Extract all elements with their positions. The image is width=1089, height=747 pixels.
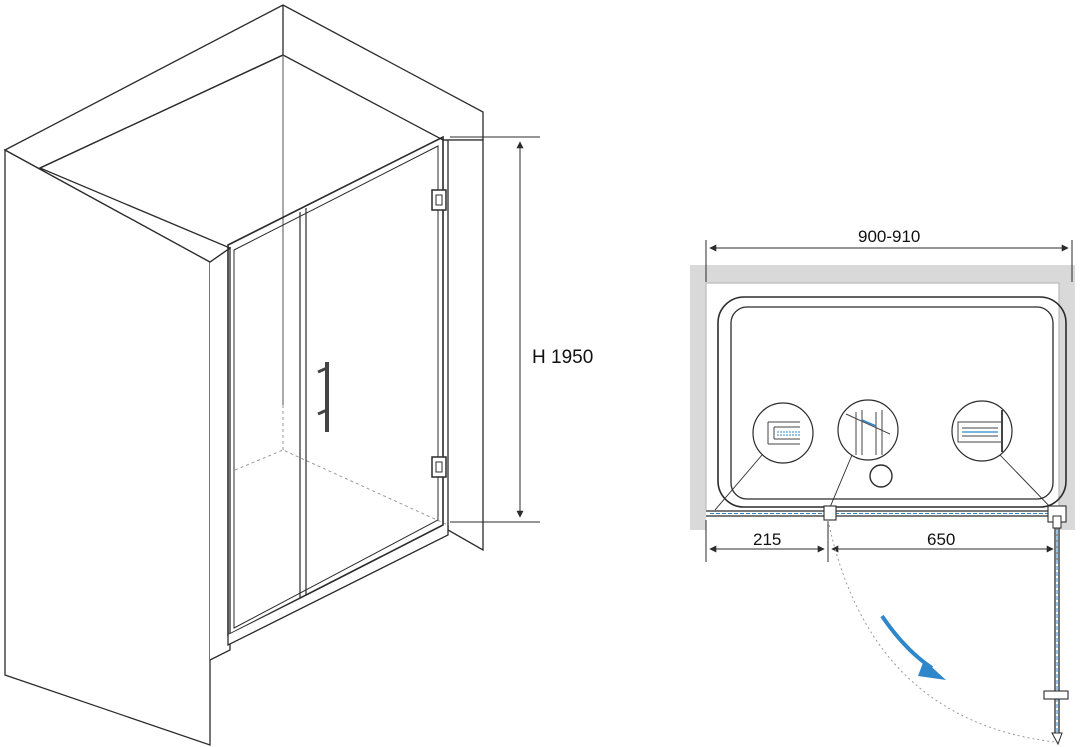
width-dimension — [705, 240, 1073, 282]
door-label: 650 — [927, 530, 955, 549]
open-door — [1043, 528, 1069, 746]
swing-arrow-icon — [880, 614, 946, 680]
wall-top — [3, 4, 484, 263]
seal-detail-icon — [827, 399, 899, 513]
threshold — [227, 525, 449, 647]
back-wall — [690, 265, 1075, 283]
door-frame — [227, 135, 444, 637]
plan-view — [690, 240, 1075, 746]
fixed-panel-label: 215 — [753, 530, 781, 549]
left-wall-side — [209, 246, 231, 661]
profile-detail-icon — [714, 402, 814, 511]
left-side-wall — [690, 265, 706, 530]
right-wall — [443, 139, 484, 552]
floor-dashed — [234, 449, 449, 526]
clamp-detail-icon — [951, 400, 1056, 513]
width-label: 900-910 — [858, 227, 920, 246]
shower-tray-inner — [730, 306, 1054, 500]
handle-icon — [317, 362, 329, 432]
right-side-wall — [1059, 265, 1075, 530]
hinge-icon — [431, 189, 447, 478]
height-label: H 1950 — [532, 347, 593, 368]
panel-divider — [299, 208, 307, 598]
shower-tray-outer — [717, 296, 1067, 508]
isometric-view — [3, 4, 540, 746]
swing-arc — [827, 519, 1056, 743]
glass-line — [706, 505, 1067, 529]
drain — [869, 464, 893, 488]
height-dimension — [450, 136, 540, 523]
